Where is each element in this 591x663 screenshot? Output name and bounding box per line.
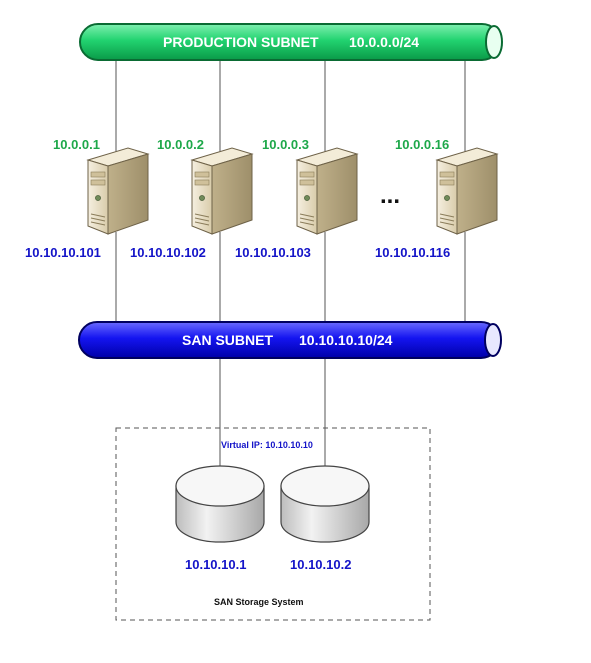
server-prod-ip: 10.0.0.16 — [395, 137, 449, 152]
storage-node-ip: 10.10.10.1 — [185, 557, 246, 572]
san-subnet-cidr: 10.10.10.10/24 — [299, 332, 393, 348]
production-subnet-bus: PRODUCTION SUBNET 10.0.0.0/24 — [79, 23, 503, 61]
more-servers-ellipsis: ... — [380, 182, 400, 209]
storage-system-label: SAN Storage System — [214, 597, 304, 607]
storage-boundary — [115, 427, 431, 621]
server-prod-ip: 10.0.0.2 — [157, 137, 204, 152]
server-tower-icon — [435, 147, 499, 235]
server-san-ip: 10.10.10.103 — [235, 245, 311, 260]
server-prod-ip: 10.0.0.1 — [53, 137, 100, 152]
server-tower-icon — [86, 147, 150, 235]
storage-node-1: 10.10.10.1 — [175, 465, 265, 572]
server-2: 10.0.0.2 10.10.10.102 — [130, 137, 254, 260]
virtual-ip-label: Virtual IP: 10.10.10.10 — [221, 440, 313, 450]
server-group: 10.0.0.1 10.10.10.101 10.0.0.2 10.10.10.102… — [25, 137, 499, 260]
server-san-ip: 10.10.10.116 — [375, 245, 450, 260]
disk-cylinder-icon — [280, 465, 370, 543]
server-1: 10.0.0.1 10.10.10.101 — [25, 137, 150, 260]
server-3: 10.0.0.3 10.10.10.103 — [235, 137, 359, 260]
production-subnet-cidr: 10.0.0.0/24 — [349, 34, 419, 50]
server-san-ip: 10.10.10.101 — [25, 245, 101, 260]
production-subnet-name: PRODUCTION SUBNET — [163, 34, 319, 50]
storage-node-2: 10.10.10.2 — [280, 465, 370, 572]
server-4: 10.0.0.16 10.10.10.116 — [375, 137, 499, 260]
disk-group: 10.10.10.1 10.10.10.2 — [175, 465, 370, 572]
server-san-ip: 10.10.10.102 — [130, 245, 206, 260]
server-tower-icon — [295, 147, 359, 235]
storage-node-ip: 10.10.10.2 — [290, 557, 351, 572]
server-tower-icon — [190, 147, 254, 235]
disk-cylinder-icon — [175, 465, 265, 543]
server-prod-ip: 10.0.0.3 — [262, 137, 309, 152]
san-subnet-name: SAN SUBNET — [182, 332, 273, 348]
connection-lines — [115, 52, 466, 470]
san-subnet-bus: SAN SUBNET 10.10.10.10/24 — [78, 321, 502, 359]
